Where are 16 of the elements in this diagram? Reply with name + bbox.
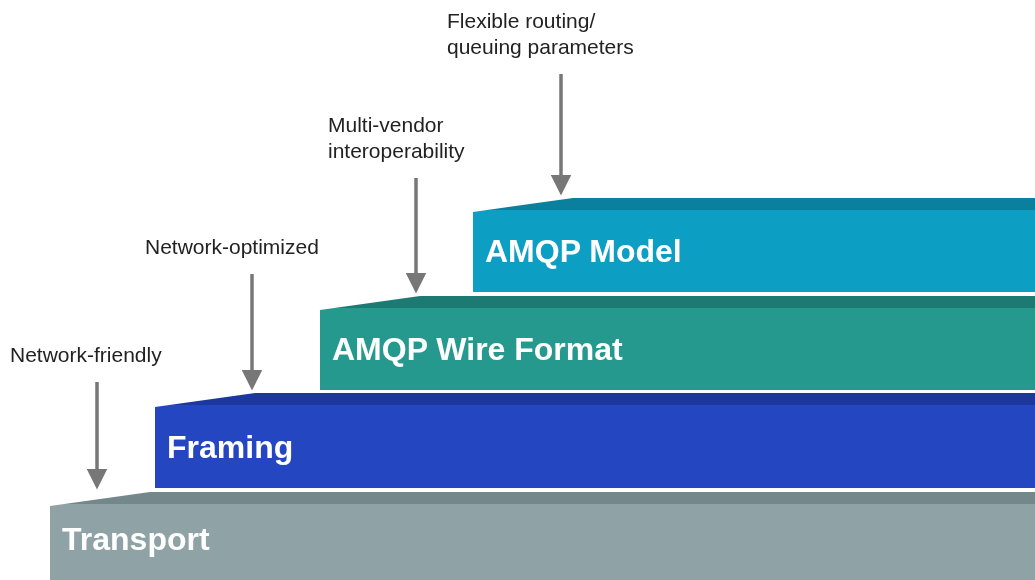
- arrow: [550, 74, 572, 196]
- layer-label: AMQP Wire Format: [332, 331, 623, 368]
- arrow: [405, 178, 427, 294]
- annotation-text: Multi-vendor interoperability: [328, 112, 518, 164]
- layer-band: [155, 393, 1035, 488]
- layer-label: Transport: [62, 521, 210, 558]
- annotation-text: Network-optimized: [145, 234, 375, 260]
- layer-band: [50, 492, 1035, 580]
- layer-band: [320, 296, 1035, 390]
- layer-label: Framing: [167, 429, 294, 466]
- layer-label: AMQP Model: [485, 233, 682, 270]
- arrow: [86, 382, 108, 490]
- annotation-text: Flexible routing/ queuing parameters: [447, 8, 647, 60]
- arrow: [241, 274, 263, 391]
- layer-band: [473, 198, 1035, 292]
- annotation-text: Network-friendly: [10, 342, 210, 368]
